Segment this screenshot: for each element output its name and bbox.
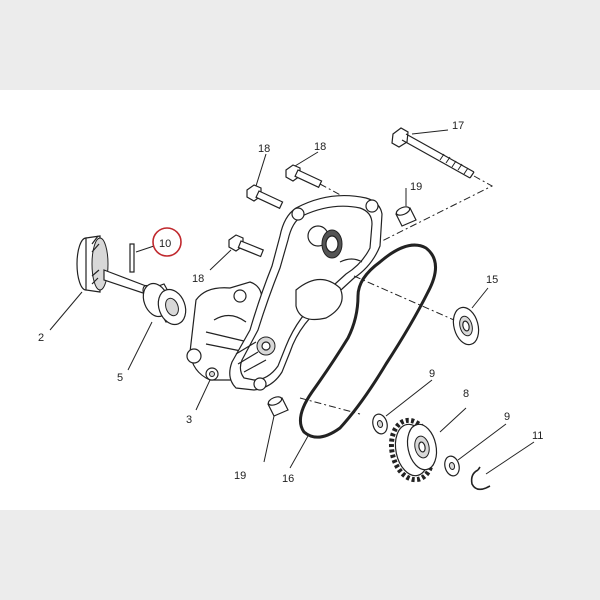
callout-19-upper: 19: [410, 181, 422, 193]
part-16-o-ring: [298, 243, 437, 439]
part-8-gear: [388, 417, 438, 483]
callout-8: 8: [463, 388, 469, 400]
leader-3: [195, 379, 211, 411]
part-19-dowel-lower: [267, 396, 289, 417]
part-9-washer-upper: [372, 413, 388, 435]
part-9-washer-lower: [444, 455, 460, 477]
leader-17: [411, 129, 449, 135]
part-5-seal: [142, 282, 187, 326]
callout-15: 15: [486, 274, 498, 286]
callout-9-upper: 9: [429, 368, 435, 380]
leader-19b: [263, 415, 275, 463]
callout-16: 16: [282, 473, 294, 485]
centerline-washer: [299, 397, 361, 415]
highlight-circle: [152, 227, 182, 257]
part-2-impeller-shaft: [76, 235, 150, 296]
callout-9-lower: 9: [504, 411, 510, 423]
centerline-18a: [319, 183, 347, 199]
part-18-bolt-left: [246, 184, 284, 210]
part-cover-plate: [229, 194, 383, 391]
leader-15: [471, 287, 489, 309]
leader-2: [49, 291, 83, 331]
leader-10: [135, 245, 155, 253]
parts-diagram: 17 18 18 18 19 19 10: [0, 90, 600, 510]
part-11-circlip: [470, 466, 491, 491]
callout-5: 5: [117, 372, 123, 384]
callout-11: 11: [532, 430, 543, 442]
leader-18c: [209, 249, 232, 271]
leader-8: [439, 407, 467, 433]
part-10-pin: [129, 243, 135, 273]
part-18-bolt-lower: [228, 234, 265, 258]
callout-18-upper: 18: [314, 141, 326, 153]
callout-2: 2: [38, 332, 44, 344]
leader-9b: [457, 423, 507, 461]
centerline-17: [371, 175, 494, 247]
leader-18b: [255, 153, 267, 187]
part-17-long-bolt: [391, 127, 475, 179]
callout-19-lower: 19: [234, 470, 246, 482]
part-15-oil-seal: [452, 306, 480, 346]
leader-9a: [385, 379, 433, 417]
callout-18-left: 18: [258, 143, 270, 155]
leader-16: [289, 435, 309, 469]
callout-17: 17: [452, 120, 464, 132]
leader-11: [485, 441, 535, 475]
part-19-dowel-upper: [395, 206, 417, 227]
part-18-bolt-upper: [285, 164, 323, 189]
callout-10: 10: [159, 238, 171, 250]
callout-18-lower: 18: [192, 273, 204, 285]
centerline-15: [353, 275, 455, 321]
exploded-view-svg: 17 18 18 18 19 19 10: [38, 120, 543, 491]
leader-5: [127, 321, 153, 371]
callout-3: 3: [186, 414, 192, 426]
leader-18a: [294, 151, 319, 167]
